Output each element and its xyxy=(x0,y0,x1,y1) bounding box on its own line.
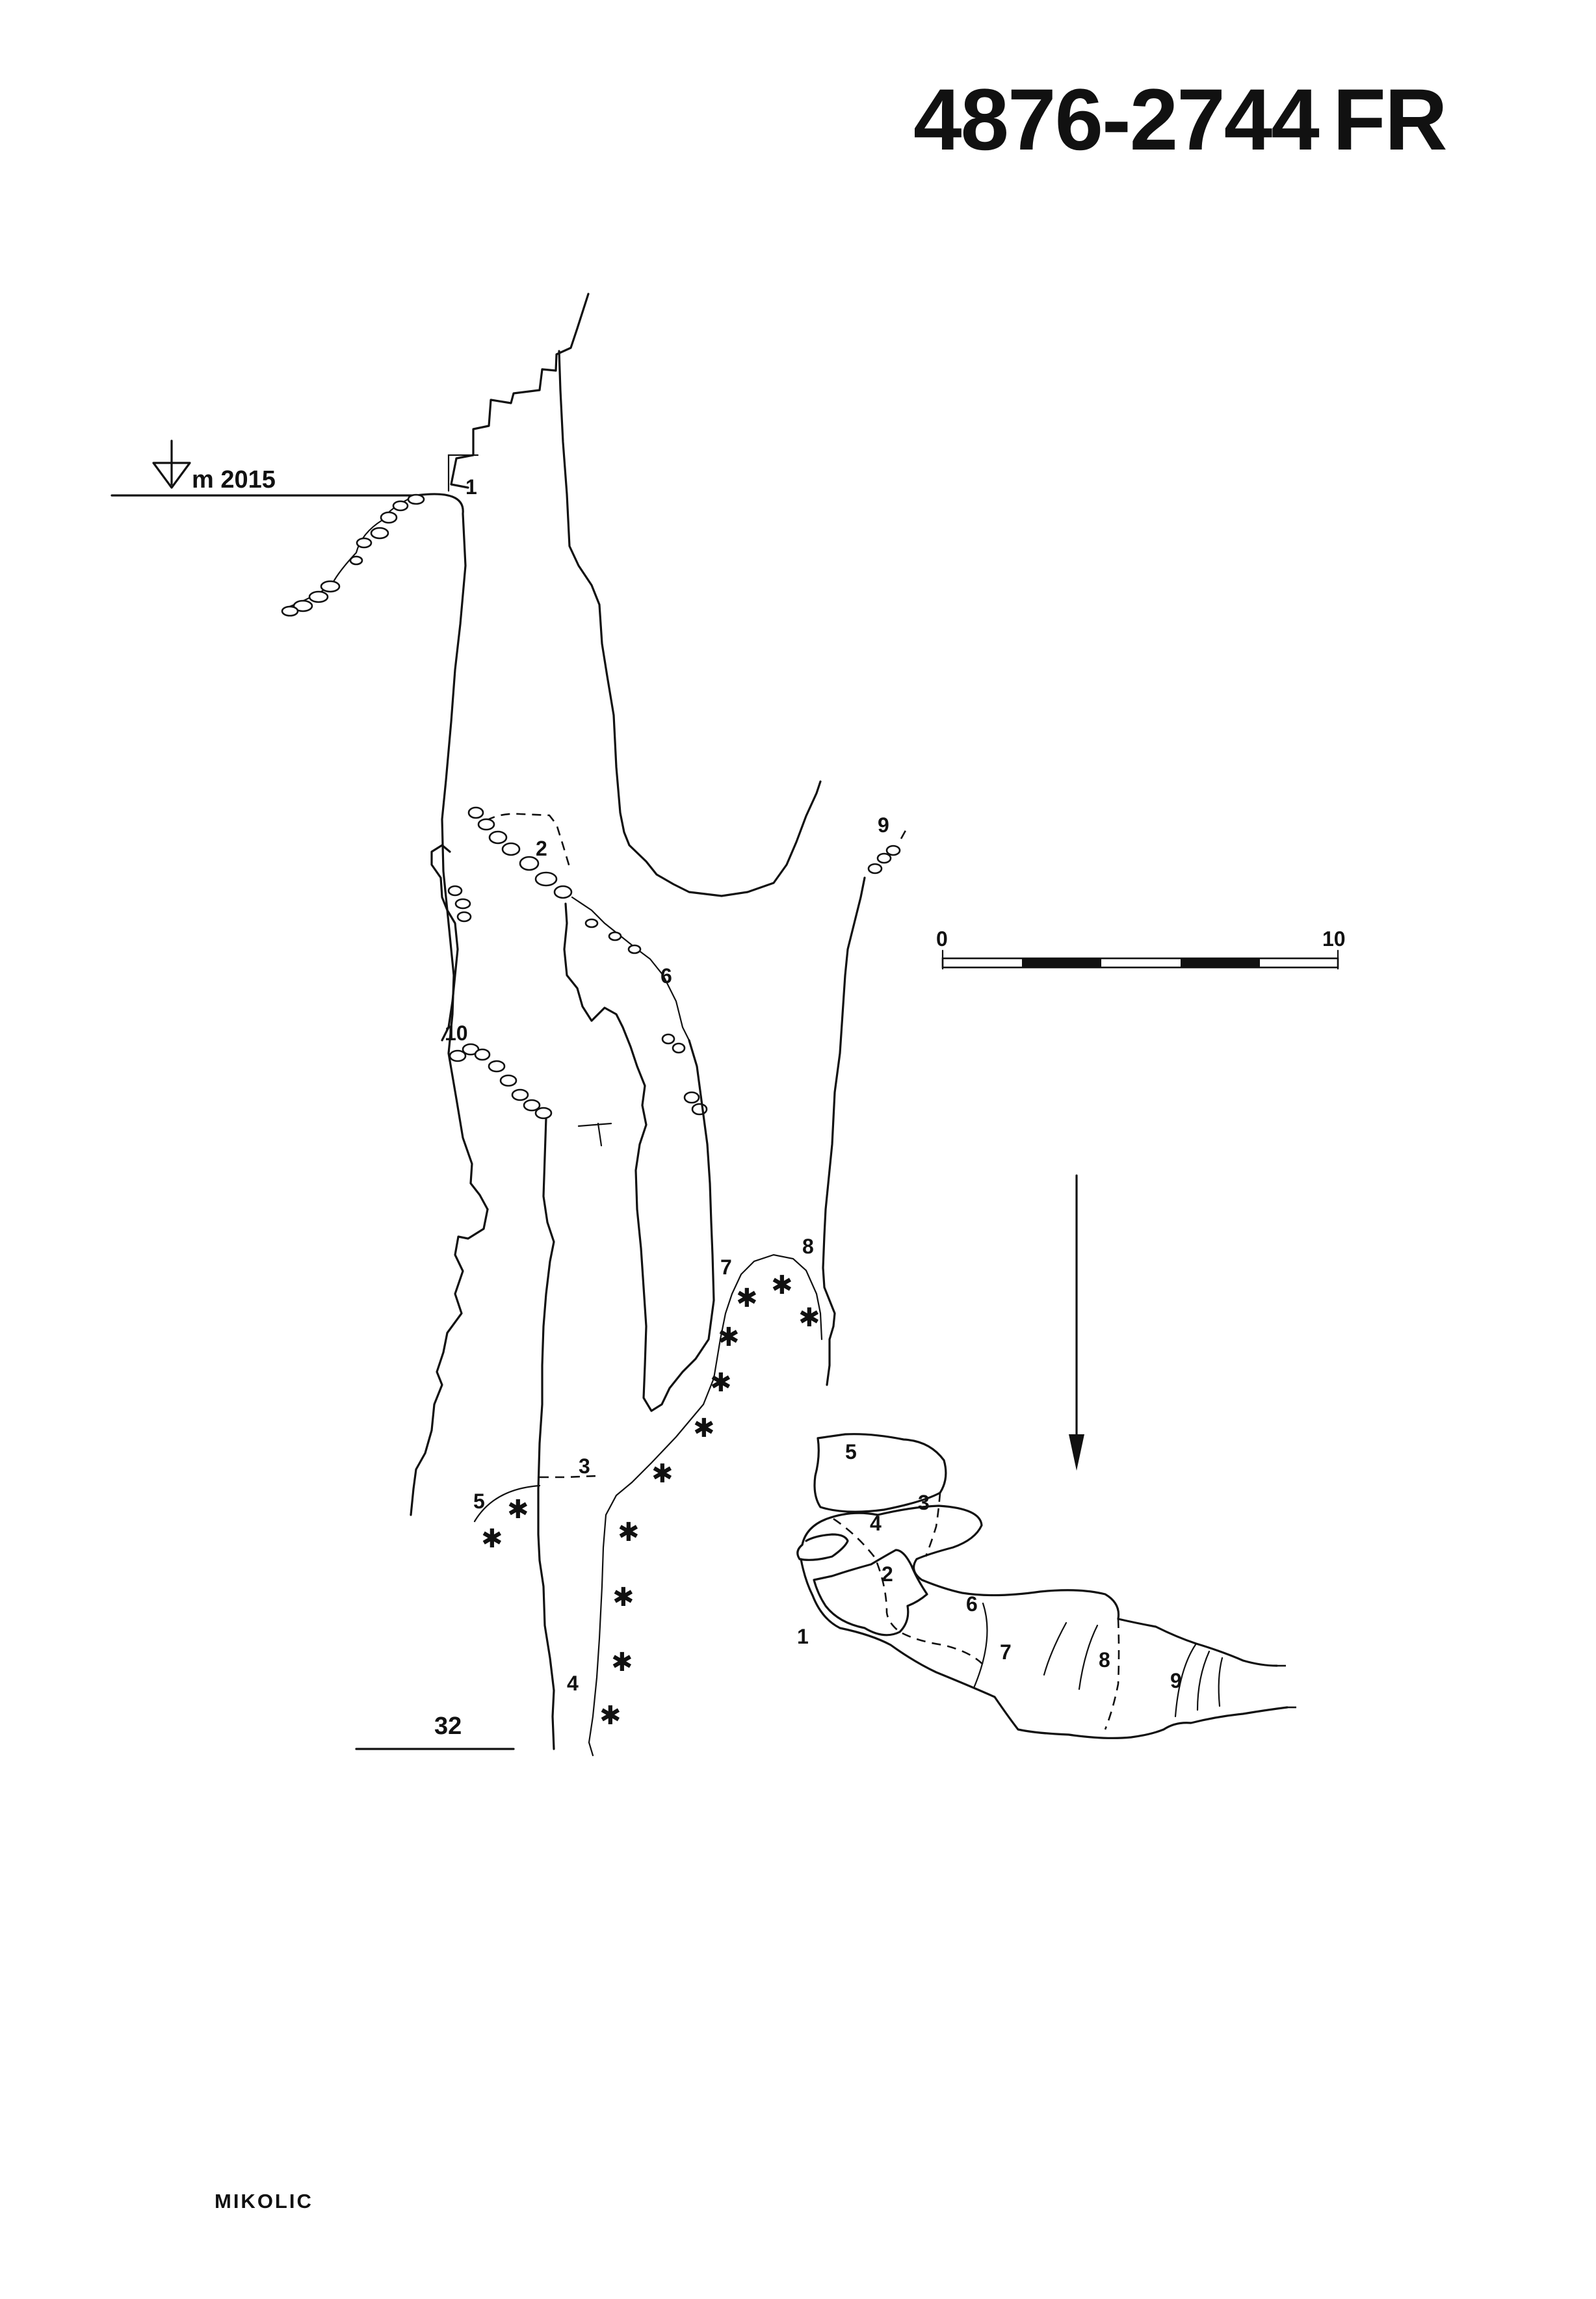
station-7-label: 7 xyxy=(720,1255,732,1279)
survey-code: 4876-2744 xyxy=(913,72,1319,168)
svg-text:✱: ✱ xyxy=(507,1495,529,1524)
plan-dashed-divider-b xyxy=(924,1492,941,1557)
station-6-label: 6 xyxy=(661,964,672,988)
passage-7-curve xyxy=(702,1254,823,1406)
plan-station-labels: 1 2 3 4 5 6 7 8 9 xyxy=(797,1440,1182,1692)
shaft-wall-right xyxy=(450,293,590,489)
plan-section-7b xyxy=(1078,1624,1099,1690)
scale-end-label: 10 xyxy=(1322,927,1346,951)
plan-station-3-label: 3 xyxy=(918,1491,930,1514)
entrance-elevation: m 2015 xyxy=(192,466,276,493)
svg-text:✱: ✱ xyxy=(599,1701,621,1730)
plan-section-7a xyxy=(1043,1622,1067,1676)
svg-text:✱: ✱ xyxy=(710,1369,732,1397)
plan-section-8 xyxy=(1174,1642,1197,1718)
svg-text:✱: ✱ xyxy=(651,1460,674,1488)
section-view: m 2015 32 xyxy=(111,293,909,1757)
scale-start-label: 0 xyxy=(936,927,948,951)
far-right-wall xyxy=(822,876,866,1386)
passage-5-curve xyxy=(473,1484,541,1523)
svg-text:✱: ✱ xyxy=(693,1414,715,1443)
plan-station-6-label: 6 xyxy=(966,1592,978,1616)
plan-station-5-label: 5 xyxy=(845,1440,857,1464)
plan-station-2-label: 2 xyxy=(882,1562,893,1586)
station-8-label: 8 xyxy=(802,1235,814,1258)
plan-station-7-label: 7 xyxy=(1000,1640,1012,1664)
plan-section-6 xyxy=(973,1602,988,1689)
station-5-label: 5 xyxy=(473,1490,485,1513)
mid-pebble-chain xyxy=(467,806,708,1116)
station-1-bracket xyxy=(447,454,479,492)
boulder-symbols: ✱ ✱ ✱ ✱ ✱ ✱ ✱ ✱ ✱ ✱ ✱ ✱ ✱ xyxy=(481,1271,820,1730)
svg-text:✱: ✱ xyxy=(618,1518,640,1547)
survey-suffix: FR xyxy=(1333,72,1446,168)
author-name: MIKOLIC xyxy=(215,2190,313,2213)
plan-dashed-divider-a xyxy=(833,1517,984,1665)
station-2-label: 2 xyxy=(536,837,547,860)
plan-station-1-2-outline xyxy=(813,1549,928,1636)
plan-section-9b xyxy=(1218,1657,1223,1707)
shaft-wall-left xyxy=(415,493,489,1211)
svg-text:✱: ✱ xyxy=(612,1583,634,1612)
station-10-label: 10 xyxy=(445,1021,468,1045)
station-1-label: 1 xyxy=(465,475,477,499)
narrowing-symbol xyxy=(577,1122,612,1147)
station-4-label: 4 xyxy=(567,1672,579,1695)
plan-small-loop xyxy=(796,1533,849,1561)
inner-wall-left xyxy=(537,1117,555,1750)
plan-dashed-divider-c xyxy=(1104,1618,1120,1730)
passage-3-dashed xyxy=(540,1475,599,1478)
plan-station-8-label: 8 xyxy=(1099,1648,1110,1672)
svg-text:✱: ✱ xyxy=(736,1284,758,1313)
left-branch-wall xyxy=(410,1208,489,1516)
north-arrow-icon xyxy=(1069,1174,1084,1471)
left-branch-top xyxy=(430,844,459,1042)
scale-bar: 0 10 xyxy=(936,927,1346,970)
depth-label: 32 xyxy=(434,1713,462,1740)
station-10-pebble-chain xyxy=(447,885,553,1120)
svg-text:✱: ✱ xyxy=(771,1271,793,1300)
plan-main-gallery xyxy=(800,1558,1289,1739)
right-branch-wall xyxy=(563,902,715,1412)
shaft-wall-right-lower xyxy=(558,350,822,897)
section-station-labels: 1 2 3 4 5 6 7 8 9 10 xyxy=(445,475,889,1695)
svg-text:✱: ✱ xyxy=(798,1304,820,1332)
passage-3-curve xyxy=(588,1403,705,1757)
station-9-label: 9 xyxy=(878,813,889,837)
entrance-marker-icon xyxy=(152,440,191,489)
station-3-label: 3 xyxy=(579,1454,590,1478)
plan-section-9a xyxy=(1196,1650,1210,1711)
plan-view: 1 2 3 4 5 6 7 8 9 xyxy=(796,1433,1298,1739)
plan-station-1-label: 1 xyxy=(797,1625,809,1648)
svg-text:✱: ✱ xyxy=(611,1648,633,1677)
station-9-pebbles xyxy=(867,845,901,874)
plan-chamber-4-3 xyxy=(801,1504,1120,1620)
plan-gallery-top xyxy=(1117,1618,1278,1667)
plan-station-4-label: 4 xyxy=(870,1512,882,1535)
plan-chamber-5 xyxy=(813,1433,947,1513)
chamber-roof-dashed xyxy=(486,813,572,872)
plan-station-9-label: 9 xyxy=(1170,1669,1182,1692)
entrance-pebble-chain xyxy=(281,493,425,617)
station-9-dash xyxy=(900,826,909,839)
svg-text:✱: ✱ xyxy=(718,1323,740,1352)
survey-title: 4876-2744 FR xyxy=(913,72,1448,168)
svg-text:✱: ✱ xyxy=(481,1525,503,1553)
